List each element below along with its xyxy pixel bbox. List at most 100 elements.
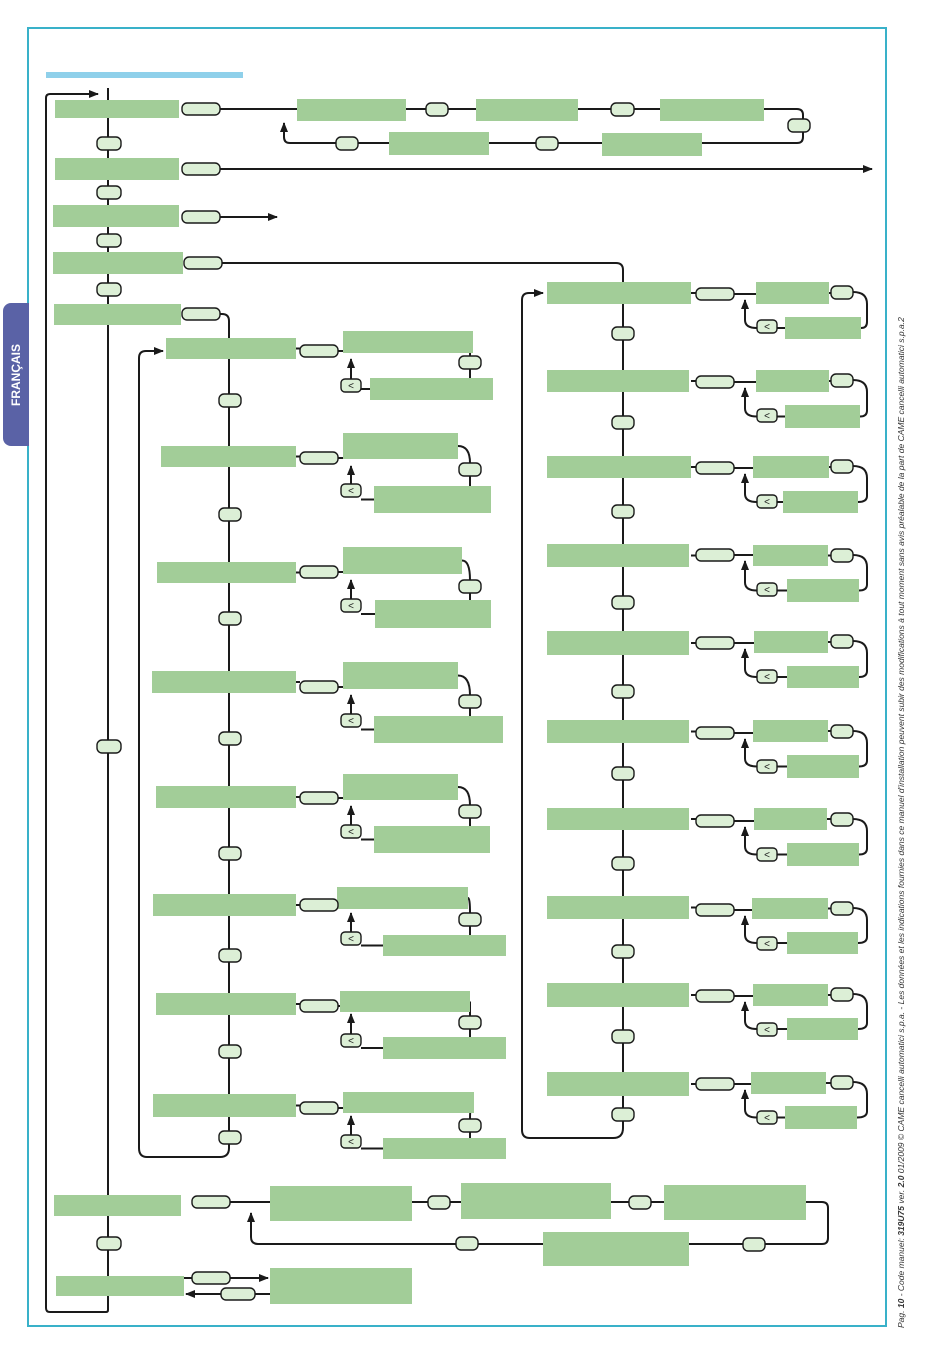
menu-box xyxy=(343,433,458,459)
key-button xyxy=(787,118,811,133)
back-key-glyph: < xyxy=(764,585,770,596)
connector-line xyxy=(457,674,471,696)
connector-line xyxy=(521,289,624,1139)
menu-box xyxy=(754,808,827,830)
menu-box xyxy=(54,1195,181,1216)
connector-line xyxy=(230,1201,829,1245)
connector-line xyxy=(220,108,804,120)
back-key-glyph: < xyxy=(764,411,770,422)
menu-box xyxy=(55,158,179,180)
back-key-button xyxy=(340,931,362,946)
menu-box xyxy=(389,132,489,155)
key-button xyxy=(181,102,221,116)
menu-box xyxy=(547,1072,689,1096)
key-button xyxy=(218,948,242,963)
key-button xyxy=(335,136,359,151)
back-key-glyph: < xyxy=(348,716,354,727)
menu-box xyxy=(340,991,470,1012)
key-button xyxy=(218,1044,242,1059)
key-button xyxy=(425,102,449,117)
menu-box xyxy=(461,1183,611,1219)
menu-box xyxy=(157,562,296,583)
back-key-button xyxy=(340,598,362,613)
menu-box xyxy=(156,993,296,1015)
key-button xyxy=(218,393,242,408)
back-key-button xyxy=(340,1134,362,1149)
menu-box xyxy=(756,370,829,392)
menu-box xyxy=(166,338,296,359)
key-button xyxy=(695,375,735,389)
menu-box xyxy=(785,405,860,428)
key-button xyxy=(427,1195,451,1210)
key-button xyxy=(830,459,854,474)
connector-line xyxy=(45,90,109,1313)
connector-line xyxy=(467,897,471,914)
key-button xyxy=(695,989,735,1003)
menu-box xyxy=(156,786,296,808)
menu-box xyxy=(152,671,296,693)
key-button xyxy=(695,287,735,301)
menu-box xyxy=(374,826,490,853)
menu-box xyxy=(476,99,578,121)
connector-line xyxy=(222,262,624,1128)
back-key-button xyxy=(756,494,778,509)
menu-box xyxy=(53,252,183,274)
menu-box xyxy=(343,1092,474,1113)
key-button xyxy=(830,901,854,916)
menu-box xyxy=(752,898,828,919)
connector-line xyxy=(852,1081,868,1119)
connector-line xyxy=(852,465,868,503)
menu-box xyxy=(547,456,691,478)
connector-line xyxy=(461,559,471,581)
key-button xyxy=(695,903,735,917)
back-key-glyph: < xyxy=(764,850,770,861)
menu-box xyxy=(787,579,859,602)
connector-line xyxy=(138,313,230,1158)
back-key-button xyxy=(756,1110,778,1125)
key-button xyxy=(299,565,339,579)
menu-box xyxy=(343,774,458,800)
key-button xyxy=(96,185,122,200)
key-button xyxy=(299,791,339,805)
key-button xyxy=(458,1118,482,1133)
menu-box xyxy=(343,547,462,574)
connector-line xyxy=(741,560,758,592)
back-key-button xyxy=(756,319,778,334)
key-button xyxy=(611,504,635,519)
menu-box xyxy=(55,100,179,118)
key-button xyxy=(218,507,242,522)
key-button xyxy=(611,595,635,610)
key-button xyxy=(96,1236,122,1251)
back-key-glyph: < xyxy=(764,322,770,333)
key-button xyxy=(742,1237,766,1252)
key-button xyxy=(220,1287,256,1301)
connector-line xyxy=(852,730,868,768)
menu-box xyxy=(753,720,828,742)
connector-line xyxy=(741,738,758,768)
menu-box xyxy=(785,1106,857,1129)
menu-box xyxy=(785,317,861,339)
menu-box xyxy=(753,545,828,566)
connector-line xyxy=(741,648,758,678)
menu-box xyxy=(54,304,181,325)
key-button xyxy=(535,136,559,151)
menu-box xyxy=(374,716,503,743)
key-buttons: <<<<<<<<<<<<<<<<<< xyxy=(96,102,854,1301)
key-button xyxy=(218,611,242,626)
back-key-glyph: < xyxy=(348,381,354,392)
menu-box xyxy=(756,282,829,304)
back-key-glyph: < xyxy=(764,1113,770,1124)
key-button xyxy=(218,1130,242,1145)
key-button xyxy=(830,285,854,300)
key-button xyxy=(830,1075,854,1090)
key-button xyxy=(695,461,735,475)
key-button xyxy=(611,684,635,699)
back-key-glyph: < xyxy=(348,486,354,497)
key-button xyxy=(611,326,635,341)
connector-line xyxy=(852,993,868,1030)
key-button xyxy=(181,162,221,176)
menu-box xyxy=(53,205,179,227)
menu-box xyxy=(374,486,491,513)
connector-line xyxy=(741,915,758,944)
connector-line xyxy=(741,826,758,856)
